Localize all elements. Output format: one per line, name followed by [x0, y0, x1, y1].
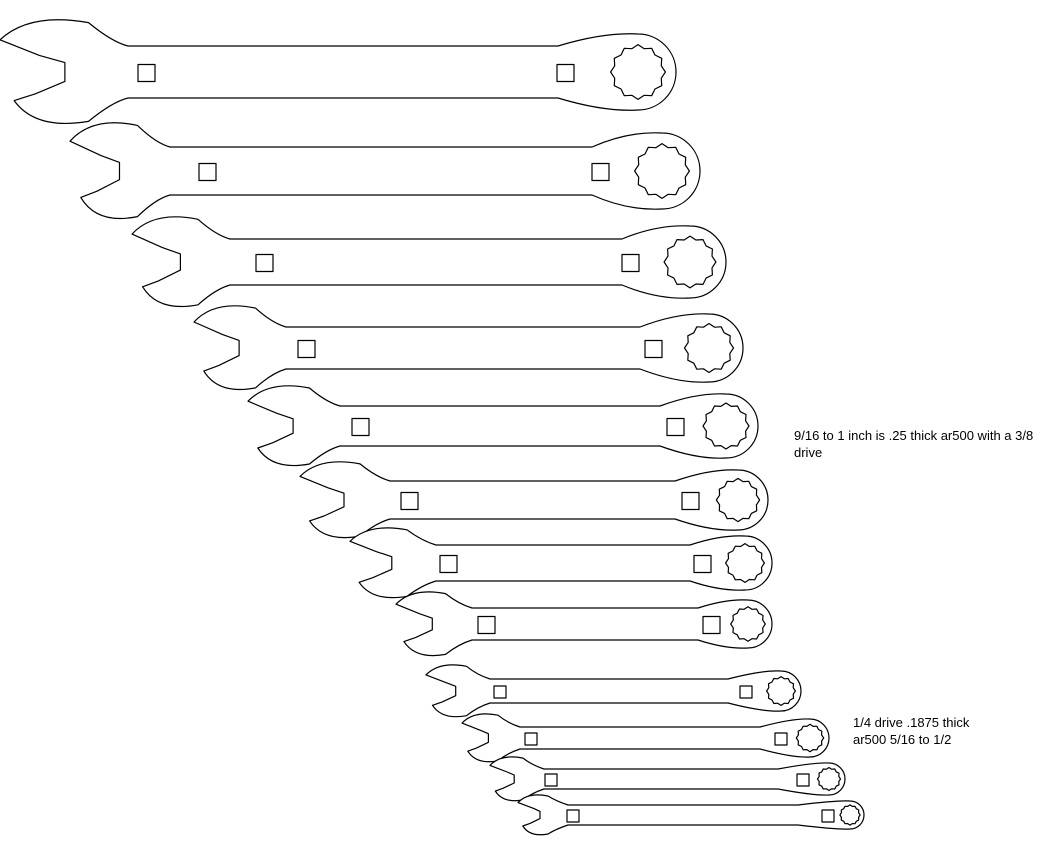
twelve-point-box-end: [663, 235, 717, 289]
handle-square-hole: [621, 253, 640, 273]
twelve-point-box-end: [609, 43, 667, 101]
handle-square-hole: [566, 809, 580, 823]
large-wrench: [247, 385, 759, 467]
large-wrench: [69, 122, 701, 220]
wrench-outline: [193, 305, 744, 391]
handle-square-hole: [198, 162, 217, 182]
small-wrench-spec-note: 1/4 drive .1875 thick ar500 5/16 to 1/2: [853, 715, 970, 747]
twelve-point-box-end: [683, 322, 735, 374]
wrench-outline: [69, 122, 701, 220]
handle-square-hole: [739, 685, 753, 699]
large-wrench: [193, 305, 744, 391]
handle-square-hole: [255, 253, 274, 273]
handle-square-hole: [702, 615, 721, 635]
handle-square-hole: [524, 732, 538, 746]
twelve-point-box-end: [795, 723, 825, 753]
small-wrench: [461, 713, 830, 763]
wrench-outline: [247, 385, 759, 467]
large-wrench: [349, 527, 773, 599]
handle-square-hole: [681, 491, 700, 511]
twelve-point-box-end: [816, 766, 842, 792]
handle-square-hole: [556, 63, 575, 83]
twelve-point-box-end: [765, 675, 797, 707]
large-wrench: [299, 461, 769, 539]
wrench-outline: [517, 794, 865, 836]
handle-square-hole: [774, 732, 788, 746]
small-wrench: [517, 794, 865, 836]
handle-square-hole: [493, 685, 507, 699]
handle-square-hole: [439, 554, 458, 574]
large-wrench-spec-note: 9/16 to 1 inch is .25 thick ar500 with a…: [794, 428, 1034, 460]
large-wrench: [0, 19, 677, 124]
wrench-outline: [425, 664, 802, 718]
twelve-point-box-end: [730, 606, 766, 642]
twelve-point-box-end: [633, 143, 691, 199]
small-wrench: [489, 756, 846, 802]
small-wrench: [425, 664, 802, 718]
twelve-point-box-end: [715, 477, 761, 523]
twelve-point-box-end: [702, 402, 750, 450]
handle-square-hole: [351, 417, 370, 437]
wrench-outline: [395, 591, 773, 657]
twelve-point-box-end: [724, 542, 766, 584]
handle-square-hole: [796, 773, 810, 787]
wrench-outline: [489, 756, 846, 802]
handle-square-hole: [821, 809, 835, 823]
handle-square-hole: [693, 554, 712, 574]
wrench-outline: [0, 19, 677, 124]
handle-square-hole: [297, 339, 316, 359]
wrench-outline: [461, 713, 830, 763]
wrench-outline: [131, 216, 727, 308]
handle-square-hole: [137, 63, 156, 83]
handle-square-hole: [644, 339, 663, 359]
large-wrench: [395, 591, 773, 657]
large-wrench: [131, 216, 727, 308]
handle-square-hole: [400, 491, 419, 511]
handle-square-hole: [666, 417, 685, 437]
handle-square-hole: [477, 615, 496, 635]
handle-square-hole: [591, 162, 610, 182]
handle-square-hole: [544, 773, 558, 787]
twelve-point-box-end: [839, 804, 861, 826]
